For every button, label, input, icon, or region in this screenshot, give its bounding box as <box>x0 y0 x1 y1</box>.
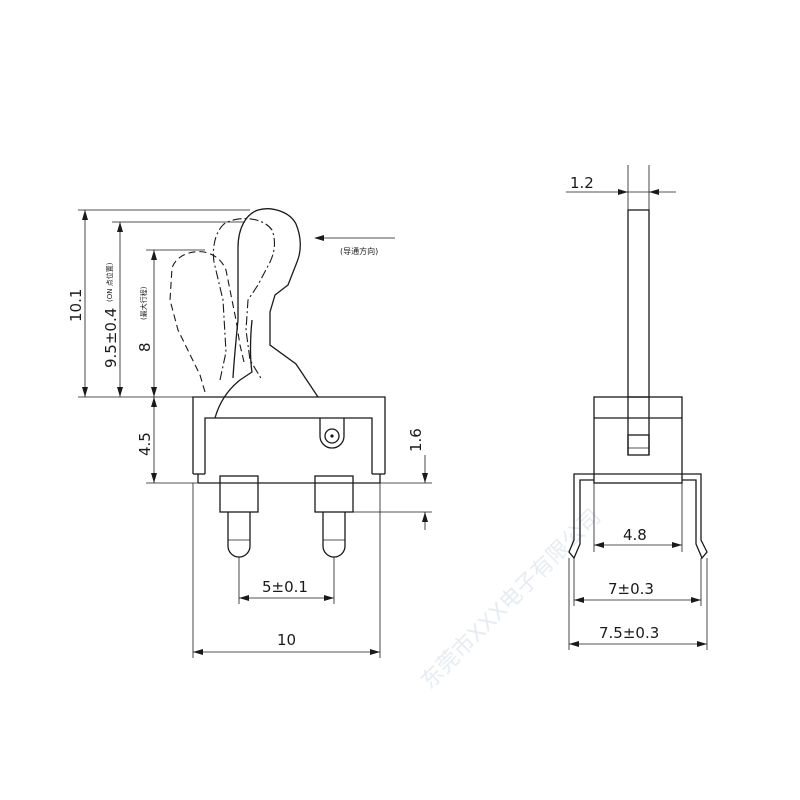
dim-body-width: 10 <box>192 483 381 658</box>
dim-height-on: 9.5±0.4 (ON 点位置) <box>102 222 123 397</box>
dim-pin-pitch-text: 5±0.1 <box>262 578 308 596</box>
dim-height-on-text: 9.5±0.4 <box>102 308 120 368</box>
dim-body-height-text: 4.5 <box>136 432 154 456</box>
dim-inner-width: 4.8 <box>593 483 683 552</box>
dim-pin-span: 7±0.3 <box>573 558 702 606</box>
dim-inner-width-text: 4.8 <box>623 526 647 544</box>
dim-outer-span: 7.5±0.3 <box>568 558 708 650</box>
front-pins <box>219 475 354 558</box>
front-housing <box>192 396 386 484</box>
dim-height-total-text: 10.1 <box>67 289 85 322</box>
front-extension-lines <box>78 209 432 513</box>
dim-lever-thickness-text: 1.2 <box>570 174 594 192</box>
lever-on-position <box>212 218 275 381</box>
dim-pin-span-text: 7±0.3 <box>608 580 654 598</box>
dim-body-width-text: 10 <box>277 631 296 649</box>
dim-lever-thickness: 1.2 <box>566 174 676 195</box>
direction-arrow: (导通方向) <box>314 235 395 256</box>
side-housing <box>593 396 683 484</box>
lever-max-travel <box>169 251 245 393</box>
side-view: 1.2 4.8 7±0.3 7.5±0.3 <box>566 165 708 650</box>
dim-outer-span-text: 7.5±0.3 <box>599 624 659 642</box>
lever-free <box>214 208 319 419</box>
dim-pin-step-text: 1.6 <box>407 428 425 452</box>
dim-travel-text: 8 <box>136 342 154 352</box>
side-lever <box>627 165 650 398</box>
dim-height-total: 10.1 <box>67 210 88 397</box>
dim-pin-step: 1.6 <box>407 428 428 530</box>
front-view: (导通方向) 10.1 9.5±0.4 (ON 点位置) <box>67 208 432 658</box>
dim-travel-note: (最大行程) <box>139 286 148 320</box>
dim-body-height: 4.5 <box>136 397 157 483</box>
dim-height-on-note: (ON 点位置) <box>105 262 114 302</box>
direction-note: (导通方向) <box>340 246 378 256</box>
side-legs <box>568 473 708 560</box>
dim-travel: 8 (最大行程) <box>136 250 157 397</box>
dim-pin-pitch: 5±0.1 <box>238 557 335 604</box>
